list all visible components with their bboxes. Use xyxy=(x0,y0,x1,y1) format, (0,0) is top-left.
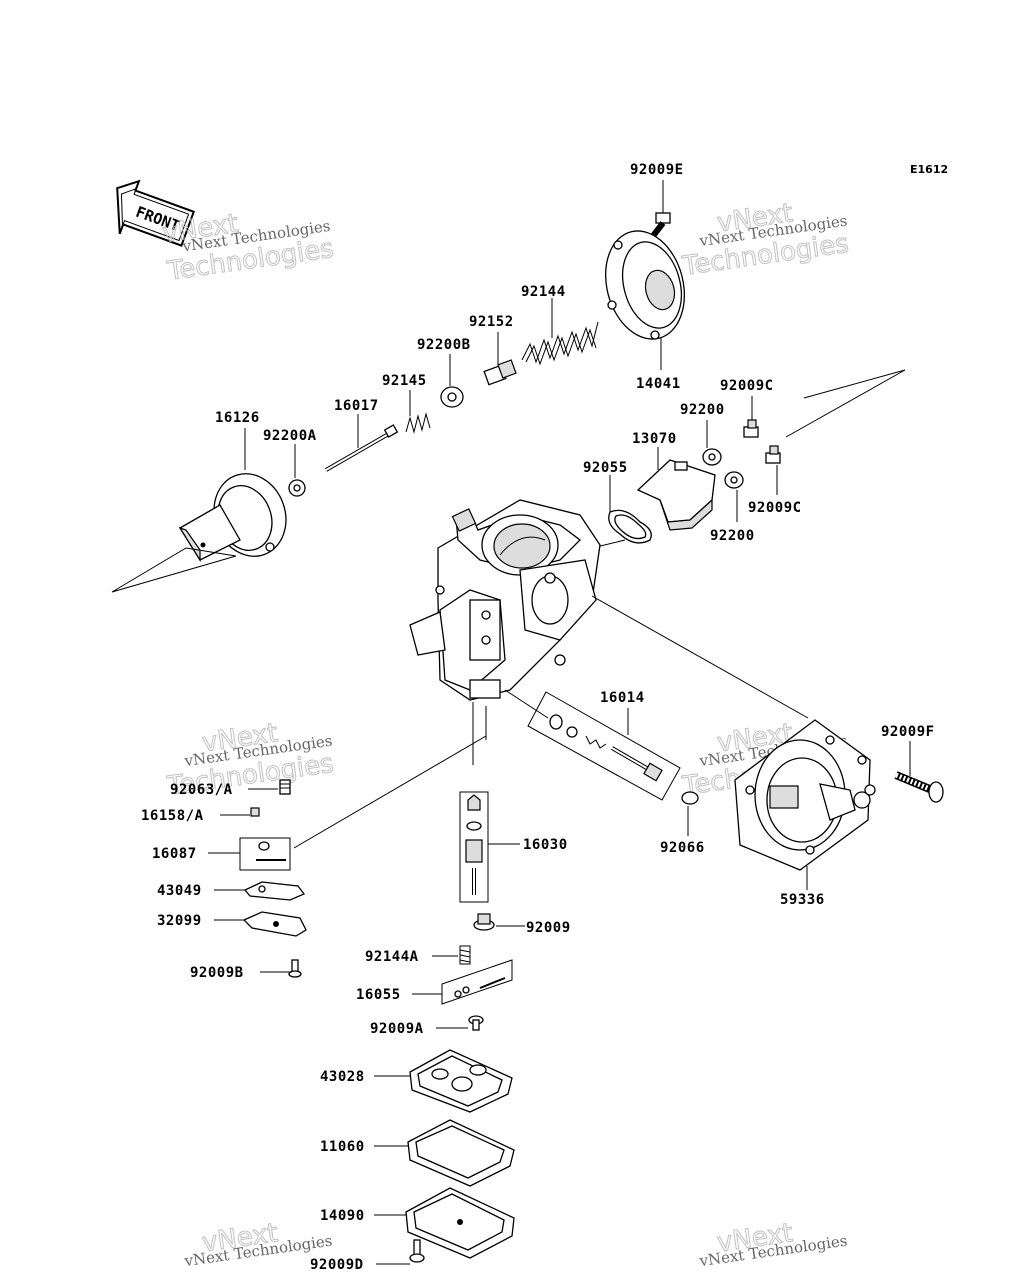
fuel-pump-59336 xyxy=(734,719,876,871)
label-92009: 92009 xyxy=(526,920,571,936)
label-92009C-top: 92009C xyxy=(720,378,774,394)
diaphragm-43049 xyxy=(243,881,306,901)
label-92055: 92055 xyxy=(583,460,628,476)
washer-92200B xyxy=(440,386,464,408)
pilot-screw-16014 xyxy=(527,691,681,801)
screw-92009B xyxy=(288,959,302,978)
gasket-11060 xyxy=(407,1119,515,1187)
label-92009C-bottom: 92009C xyxy=(748,500,802,516)
washer-92200A xyxy=(288,479,306,497)
bolt-92009F xyxy=(894,771,944,803)
plate-32099 xyxy=(242,911,307,937)
label-16126: 16126 xyxy=(215,410,260,426)
spring-92144 xyxy=(521,321,599,366)
bracket-13070 xyxy=(636,459,716,531)
needle-16017 xyxy=(325,424,399,472)
label-16014: 16014 xyxy=(600,690,645,706)
label-92063A: 92063/A xyxy=(170,782,233,798)
valve-16087 xyxy=(239,837,291,871)
label-43049: 43049 xyxy=(157,883,202,899)
cover-14090 xyxy=(405,1187,515,1259)
diaphragm-43028 xyxy=(409,1049,513,1113)
screw-16158A xyxy=(250,807,260,817)
spring-92145 xyxy=(405,412,431,434)
label-92066: 92066 xyxy=(660,840,705,856)
label-92009B: 92009B xyxy=(190,965,244,981)
washer-92200-top xyxy=(702,448,722,466)
screw-92063A xyxy=(279,779,291,795)
gasket-92055 xyxy=(608,509,652,544)
washer-92200-bottom xyxy=(724,471,744,489)
label-14090: 14090 xyxy=(320,1208,365,1224)
label-16087: 16087 xyxy=(152,846,197,862)
screw-92009 xyxy=(473,913,495,931)
label-92009F: 92009F xyxy=(881,724,935,740)
label-43028: 43028 xyxy=(320,1069,365,1085)
screw-92009C-top xyxy=(743,419,759,438)
screw-92009A xyxy=(468,1015,484,1031)
label-92009E: 92009E xyxy=(630,162,684,178)
main-jet-16030 xyxy=(459,791,489,903)
plug-92066 xyxy=(681,791,699,805)
label-59336: 59336 xyxy=(780,892,825,908)
label-92200B: 92200B xyxy=(417,337,471,353)
label-16055: 16055 xyxy=(356,987,401,1003)
label-13070: 13070 xyxy=(632,431,677,447)
diagram-code: E1612 xyxy=(910,163,948,176)
label-14041: 14041 xyxy=(636,376,681,392)
label-92200-bottom: 92200 xyxy=(710,528,755,544)
label-92152: 92152 xyxy=(469,314,514,330)
label-92009D: 92009D xyxy=(310,1257,364,1273)
label-92200A: 92200A xyxy=(263,428,317,444)
kit-16055 xyxy=(441,959,513,1005)
label-11060: 11060 xyxy=(320,1139,365,1155)
diaphragm-16126 xyxy=(178,473,287,563)
label-92144: 92144 xyxy=(521,284,566,300)
spring-92144A xyxy=(459,945,471,965)
label-16030: 16030 xyxy=(523,837,568,853)
watermark: vNext vNext Technologies Technologies vN… xyxy=(160,198,851,1271)
carburetor-body xyxy=(409,499,601,701)
label-92009A: 92009A xyxy=(370,1021,424,1037)
label-16017: 16017 xyxy=(334,398,379,414)
screw-92009D xyxy=(409,1239,425,1263)
label-32099: 32099 xyxy=(157,913,202,929)
nozzle-92152 xyxy=(483,359,517,386)
screw-92009C-bottom xyxy=(765,445,781,464)
label-92200-top: 92200 xyxy=(680,402,725,418)
label-16158A: 16158/A xyxy=(141,808,204,824)
label-92145: 92145 xyxy=(382,373,427,389)
label-92144A: 92144A xyxy=(365,949,419,965)
front-arrow-icon: FRONT xyxy=(116,179,196,247)
cover-14041 xyxy=(604,230,686,340)
